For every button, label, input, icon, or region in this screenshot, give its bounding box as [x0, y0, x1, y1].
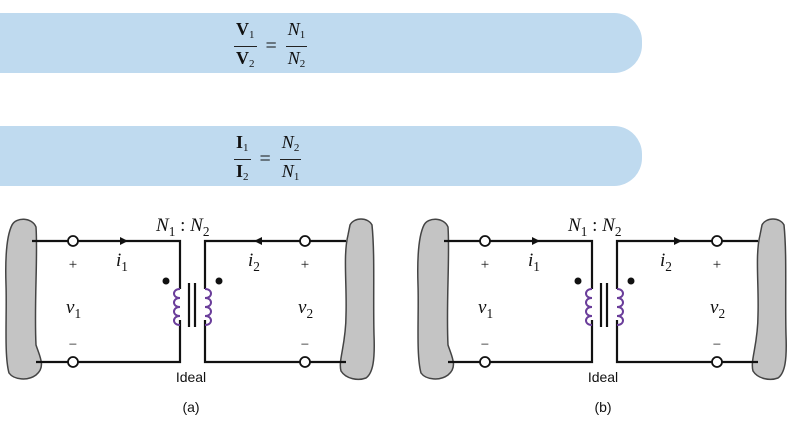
fraction-bar [234, 159, 251, 161]
voltage-v1-label: v1 [66, 297, 81, 321]
fraction-bar [285, 46, 308, 48]
terminal-icon [479, 235, 491, 247]
n1-symbol: N [287, 19, 300, 39]
i1-symbol: I [236, 132, 244, 152]
ideal-label: Ideal [176, 369, 206, 385]
source-network-blob [5, 218, 43, 380]
terminal-icon [299, 356, 311, 368]
turns-ratio-label: N1 : N2 [567, 215, 621, 239]
terminal-icon [299, 235, 311, 247]
coil-winding [585, 288, 593, 326]
v2-symbol: V [236, 48, 249, 69]
current-ratio-equation: I1 I2 = N2 N1 [234, 132, 302, 187]
current-fraction: I1 I2 [234, 132, 251, 184]
ideal-label: Ideal [588, 369, 618, 385]
v1-plus-sign: + [69, 257, 77, 273]
current-arrow-right-icon [120, 237, 128, 245]
terminal-icon [479, 356, 491, 368]
coil-winding [173, 288, 181, 326]
equals-sign: = [265, 35, 277, 58]
voltage-v1-label: v1 [478, 297, 493, 321]
current-i1-label: i1 [116, 250, 128, 274]
primary-top-wire [32, 239, 182, 289]
current-i2-label: i2 [248, 250, 260, 274]
primary-top-wire [444, 239, 594, 289]
primary-bottom-wire [36, 320, 182, 364]
figure-caption: (b) [594, 399, 611, 415]
equals-sign: = [259, 148, 271, 171]
turns-fraction: N2 N1 [279, 132, 302, 184]
current-arrow-right-icon [674, 237, 682, 245]
v1-plus-sign: + [481, 257, 489, 273]
secondary-top-wire [203, 239, 346, 289]
coil-winding [204, 288, 212, 326]
polarity-dot-secondary-icon [215, 277, 223, 285]
v1-minus-sign: − [481, 337, 489, 353]
terminal-icon [67, 356, 79, 368]
load-network-blob [751, 218, 787, 381]
i2-symbol: I [236, 161, 244, 182]
secondary-bottom-wire [615, 320, 758, 364]
secondary-bottom-wire [203, 320, 346, 364]
current-arrow-left-icon [254, 237, 262, 245]
n2-symbol: N [287, 48, 300, 69]
current-i2-label: i2 [660, 250, 672, 274]
terminal-icon [711, 356, 723, 368]
current-i1-label: i1 [528, 250, 540, 274]
primary-bottom-wire [448, 320, 594, 364]
figure-caption: (a) [182, 399, 199, 415]
v1-minus-sign: − [69, 337, 77, 353]
v2-plus-sign: + [713, 257, 721, 273]
v2-plus-sign: + [301, 257, 309, 273]
fraction-bar [234, 46, 257, 48]
turns-fraction: N1 N2 [285, 19, 308, 71]
equation-banner-current [0, 126, 642, 186]
n1-symbol: N [281, 161, 294, 182]
v2-minus-sign: − [301, 337, 309, 353]
v1-symbol: V [236, 19, 249, 39]
load-network-blob [339, 218, 375, 381]
coil-winding [616, 288, 624, 326]
voltage-fraction: V1 V2 [234, 19, 257, 71]
secondary-top-wire [615, 239, 758, 289]
polarity-dot-secondary-icon [627, 277, 635, 285]
fraction-bar [279, 159, 302, 161]
turns-ratio-label: N1 : N2 [155, 215, 209, 239]
v2-minus-sign: − [713, 337, 721, 353]
polarity-dot-primary-icon [162, 277, 170, 285]
equation-banner-voltage [0, 13, 642, 73]
voltage-ratio-equation: V1 V2 = N1 N2 [234, 19, 308, 74]
terminal-icon [67, 235, 79, 247]
voltage-v2-label: v2 [710, 297, 725, 321]
terminal-icon [711, 235, 723, 247]
voltage-v2-label: v2 [298, 297, 313, 321]
n2-symbol: N [281, 132, 294, 152]
polarity-dot-primary-icon [574, 277, 582, 285]
current-arrow-right-icon [532, 237, 540, 245]
source-network-blob [417, 218, 455, 380]
